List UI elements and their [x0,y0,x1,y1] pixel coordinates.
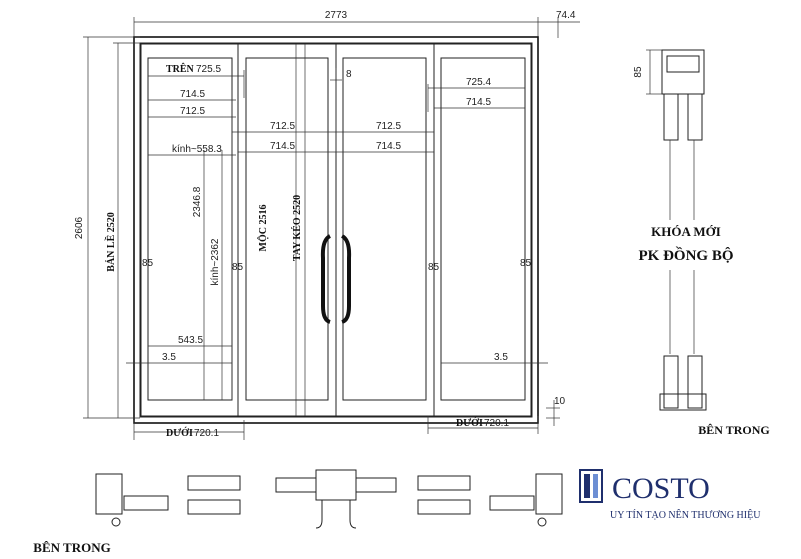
glass-height-label-2: kính~2362 [210,238,221,285]
gap-dim: 8 [346,69,352,80]
profile-section-bottom [659,270,707,411]
hinge-height-label: BẢN LỀ 2520 [104,212,117,271]
side-dim-85-c: 85 [428,262,440,273]
bottom-right-offset: 3.5 [494,352,508,363]
top-right-dim-1: 725.4 [466,77,491,88]
center-right-dim-2: 714.5 [376,141,401,152]
center-left-dim-1: 712.5 [270,121,295,132]
brand-tagline: UY TÍN TẠO NÊN THƯƠNG HIỆU [610,509,761,521]
center-right-dim-1: 712.5 [376,121,401,132]
bottom-left-width: 543.5 [178,335,203,346]
top-offset-label: 74.4 [556,10,576,21]
side-dim-85-d: 85 [520,258,532,269]
profile-height-label: 85 [633,66,644,78]
handle-height-label: TAY KÉO 2520 [291,195,303,261]
door-panel-3 [335,43,435,417]
glass-height-label-1: 2346.8 [192,186,203,217]
bottom-right-rail-label: DƯỚI [456,417,483,429]
overall-width-label: 2773 [325,10,348,21]
costo-logo-icon [579,469,603,503]
top-right-dim-2: 714.5 [466,97,491,108]
glass-width-label: kính~558.3 [172,144,222,155]
lock-note-line2: PK ĐỒNG BỘ [638,246,733,264]
door-handle-right [340,234,352,324]
left-vertical-dimensions [83,36,306,419]
center-dimensions [232,68,434,153]
middle-height-label: MỘC 2516 [256,205,269,252]
center-left-dim-2: 714.5 [270,141,295,152]
top-left-dim-3: 712.5 [180,106,205,117]
top-rail-label: TRÊN [166,63,195,75]
bottom-left-offset: 3.5 [162,352,176,363]
overall-width-dimension [133,17,580,38]
door-panel-4 [433,43,532,417]
lock-note-line1: KHÓA MỚI [651,224,721,239]
inside-label-left: BÊN TRONG [33,540,110,555]
bottom-right-rail-value: 720.1 [484,418,509,429]
top-right-dimensions [427,84,525,112]
bottom-left-rail-value: 720.1 [194,428,219,439]
bottom-dimensions [126,345,560,440]
inside-label-right: BÊN TRONG [698,423,769,437]
top-left-dim-1: 725.5 [196,64,221,75]
bottom-gap-label: 10 [554,396,566,407]
outer-frame [133,36,539,424]
profile-section-top [646,49,705,220]
top-left-dimensions [148,70,245,156]
bottom-left-rail-label: DƯỚI [166,427,193,439]
profile-row [95,469,563,529]
top-left-dim-2: 714.5 [180,89,205,100]
side-dim-85-a: 85 [142,258,154,269]
side-dim-85-b: 85 [232,262,244,273]
overall-height-label: 2606 [74,216,85,239]
brand-name: COSTO [612,472,710,505]
door-handle-left [320,234,332,324]
door-panel-2 [237,43,337,417]
